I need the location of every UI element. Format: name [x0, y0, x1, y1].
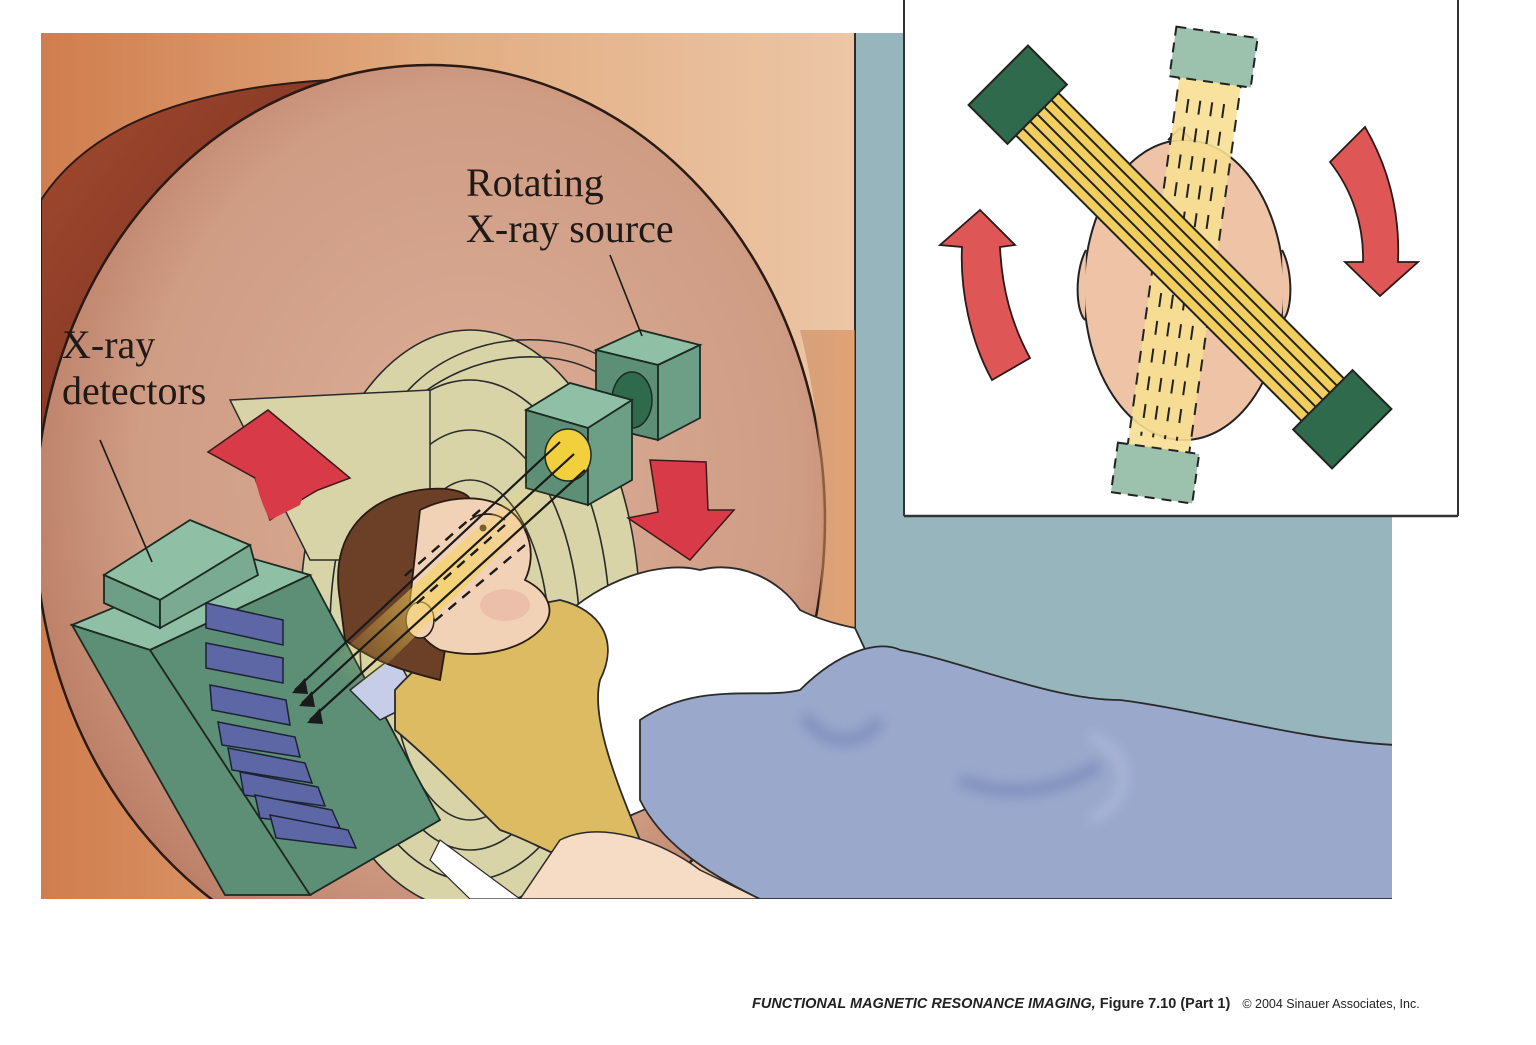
detector-elements: [205, 602, 358, 849]
sheet: [539, 566, 872, 822]
label-line: detectors: [62, 368, 207, 413]
inset-beam-current: [967, 44, 1393, 470]
blanket: [639, 645, 1392, 899]
inset-rotate-ccw-icon: [937, 208, 1032, 382]
label-line: X-ray: [62, 322, 156, 367]
caption-book-title: FUNCTIONAL MAGNETIC RESONANCE IMAGING,: [752, 996, 1096, 1012]
source-leader-line: [609, 254, 643, 337]
caption-copyright: © 2004 Sinauer Associates, Inc.: [1242, 997, 1420, 1011]
detectors-leader-line: [99, 439, 153, 563]
figure-caption: FUNCTIONAL MAGNETIC RESONANCE IMAGING, F…: [752, 996, 1420, 1012]
inset-rotate-cw-icon: [1328, 125, 1421, 298]
patient-hand: [519, 831, 761, 899]
label-line: X-ray source: [466, 206, 674, 251]
label-xray-detectors: X-ray detectors: [62, 322, 206, 414]
inset-topdown-view: [903, 0, 1459, 518]
caption-figure-ref: Figure 7.10 (Part 1): [1099, 996, 1231, 1012]
rotation-arrow-down-icon: [626, 459, 736, 561]
label-line: Rotating: [466, 160, 604, 205]
xray-beams: [292, 441, 590, 724]
label-rotating-xray-source: Rotating X-ray source: [466, 160, 674, 252]
